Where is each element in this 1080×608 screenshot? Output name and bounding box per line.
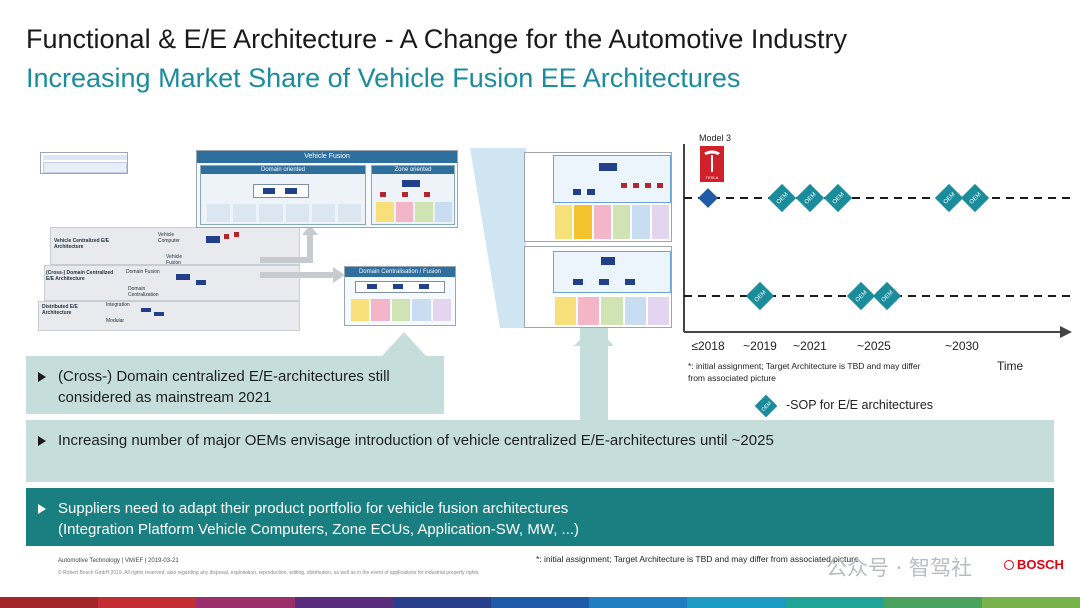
footer-left: Automotive Technology | VM/EF | 2019-03-… [58,558,179,564]
x-tick-label: ~2021 [793,339,827,353]
bullet-box-1: (Cross-) Domain centralized E/E-architec… [26,356,444,414]
flow-arrows [260,225,345,283]
domain-centralisation-panel: Domain Centralisation / Fusion [344,266,456,326]
x-axis-arrowhead [1060,326,1072,338]
stack-label-vehicle: Vehicle Centralized E/E Architecture [54,238,110,250]
zone-oriented-panel: Zone oriented [371,165,455,225]
x-tick-label: ~2019 [743,339,777,353]
tag-vehicle-fusion: Vehicle Fusion [166,254,183,266]
color-bar-segment [294,597,393,608]
layer-distributed [38,301,300,331]
bullet-1-line-2: considered as mainstream 2021 [58,389,272,406]
domain-centralisation-header: Domain Centralisation / Fusion [345,267,455,277]
color-bar-segment [392,597,491,608]
tag-integration: Integration [106,302,130,308]
color-bar-segment [785,597,884,608]
x-tick-label: ≤2018 [691,339,725,353]
legend-oem-icon: OEM [754,394,778,418]
timeline-chart: Model 3 TESLA ≤2018~2019~2021~2025~2030 … [683,133,1072,373]
color-bar-segment [490,597,590,608]
vehicle-fusion-panel: Vehicle Fusion Domain oriented Zone orie… [196,150,458,228]
tesla-logo-icon [704,150,720,172]
tag-vehicle-computer: Vehicle Computer [158,232,180,244]
domain-oriented-header: Domain oriented [201,166,365,174]
funnel-shape [470,148,526,328]
color-bar-segment [589,597,688,608]
bullet-3-line-2: (Integration Platform Vehicle Computers,… [58,521,580,538]
brand-wordmark: BOSCH [1017,557,1064,572]
up-arrow-right [574,324,614,346]
slide-title: Functional & E/E Architecture - A Change… [26,24,847,54]
slide-subtitle: Increasing Market Share of Vehicle Fusio… [26,63,741,93]
bullet-3-line-1: Suppliers need to adapt their product po… [58,500,569,517]
legend-box [40,152,128,174]
color-bar-segment [883,597,982,608]
brand-color-bar [0,597,1080,608]
oem-sop-marker: OEM [846,281,876,311]
color-bar-segment [687,597,786,608]
bullet-2-line-1: Increasing number of major OEMs envisage… [58,432,774,449]
architecture-staircase: Vehicle Centralized E/E Architecture (Cr… [36,152,300,331]
tag-domain-centralization: Domain Centralization [128,286,159,298]
x-tick-labels: ≤2018 ~2019 ~2021 ~2025 ~2030 [691,339,979,353]
color-bar-segment [196,597,295,608]
layer-domain-centralized [44,265,300,301]
oem-sop-marker: OEM [795,183,825,213]
tesla-wordmark: TESLA [706,175,719,180]
color-bar-segment [0,597,99,608]
bullet-triangle-icon [38,372,46,382]
tag-modular: Modular [106,318,125,324]
tag-domain-fusion: Domain Fusion [126,269,160,275]
up-arrow-left [382,332,426,356]
timeline-note: *: initial assignment; Target Architectu… [688,361,921,383]
oem-sop-marker: OEM [823,183,853,213]
domain-oriented-panel: Domain oriented [200,165,366,225]
bullet-box-3: Suppliers need to adapt their product po… [26,488,1054,546]
layer-vehicle-centralized [50,227,300,265]
color-bar-segment [98,597,197,608]
x-tick-label: ~2025 [857,339,891,353]
bullet-triangle-icon [38,504,46,514]
zone-oriented-header: Zone oriented [372,166,454,174]
bullet-box-2: Increasing number of major OEMs envisage… [26,420,1054,482]
oem-sop-marker: OEM [960,183,990,213]
stack-label-distributed: Distributed E/E Architecture [42,304,78,316]
oem-sop-marker: OEM [745,281,775,311]
tesla-sop-marker [698,188,718,208]
watermark-text: 公众号 · 智驾社 [826,556,973,580]
vehicle-centralized-detail [524,152,672,242]
legend-sop-label: -SOP for E/E architectures [786,398,934,412]
vehicle-fusion-header: Vehicle Fusion [197,151,457,163]
color-bar-segment [981,597,1080,608]
x-tick-label: ~2030 [945,339,979,353]
oem-sop-marker: OEM [934,183,964,213]
bullet-triangle-icon [38,436,46,446]
footer-copyright: © Robert Bosch GmbH 2019. All rights res… [58,570,480,576]
bosch-logo-icon [1004,560,1014,570]
model-3-label: Model 3 [699,133,731,143]
zone-oriented-detail [524,246,672,328]
oem-sop-marker: OEM [767,183,797,213]
oem-sop-marker: OEM [872,281,902,311]
stack-label-domain: (Cross-) Domain Centralized E/E Architec… [46,270,114,282]
footer-note: *: initial assignment; Target Architectu… [536,554,859,564]
x-axis-label: Time [997,359,1024,373]
bullet-1-line-1: (Cross-) Domain centralized E/E-architec… [58,368,390,385]
